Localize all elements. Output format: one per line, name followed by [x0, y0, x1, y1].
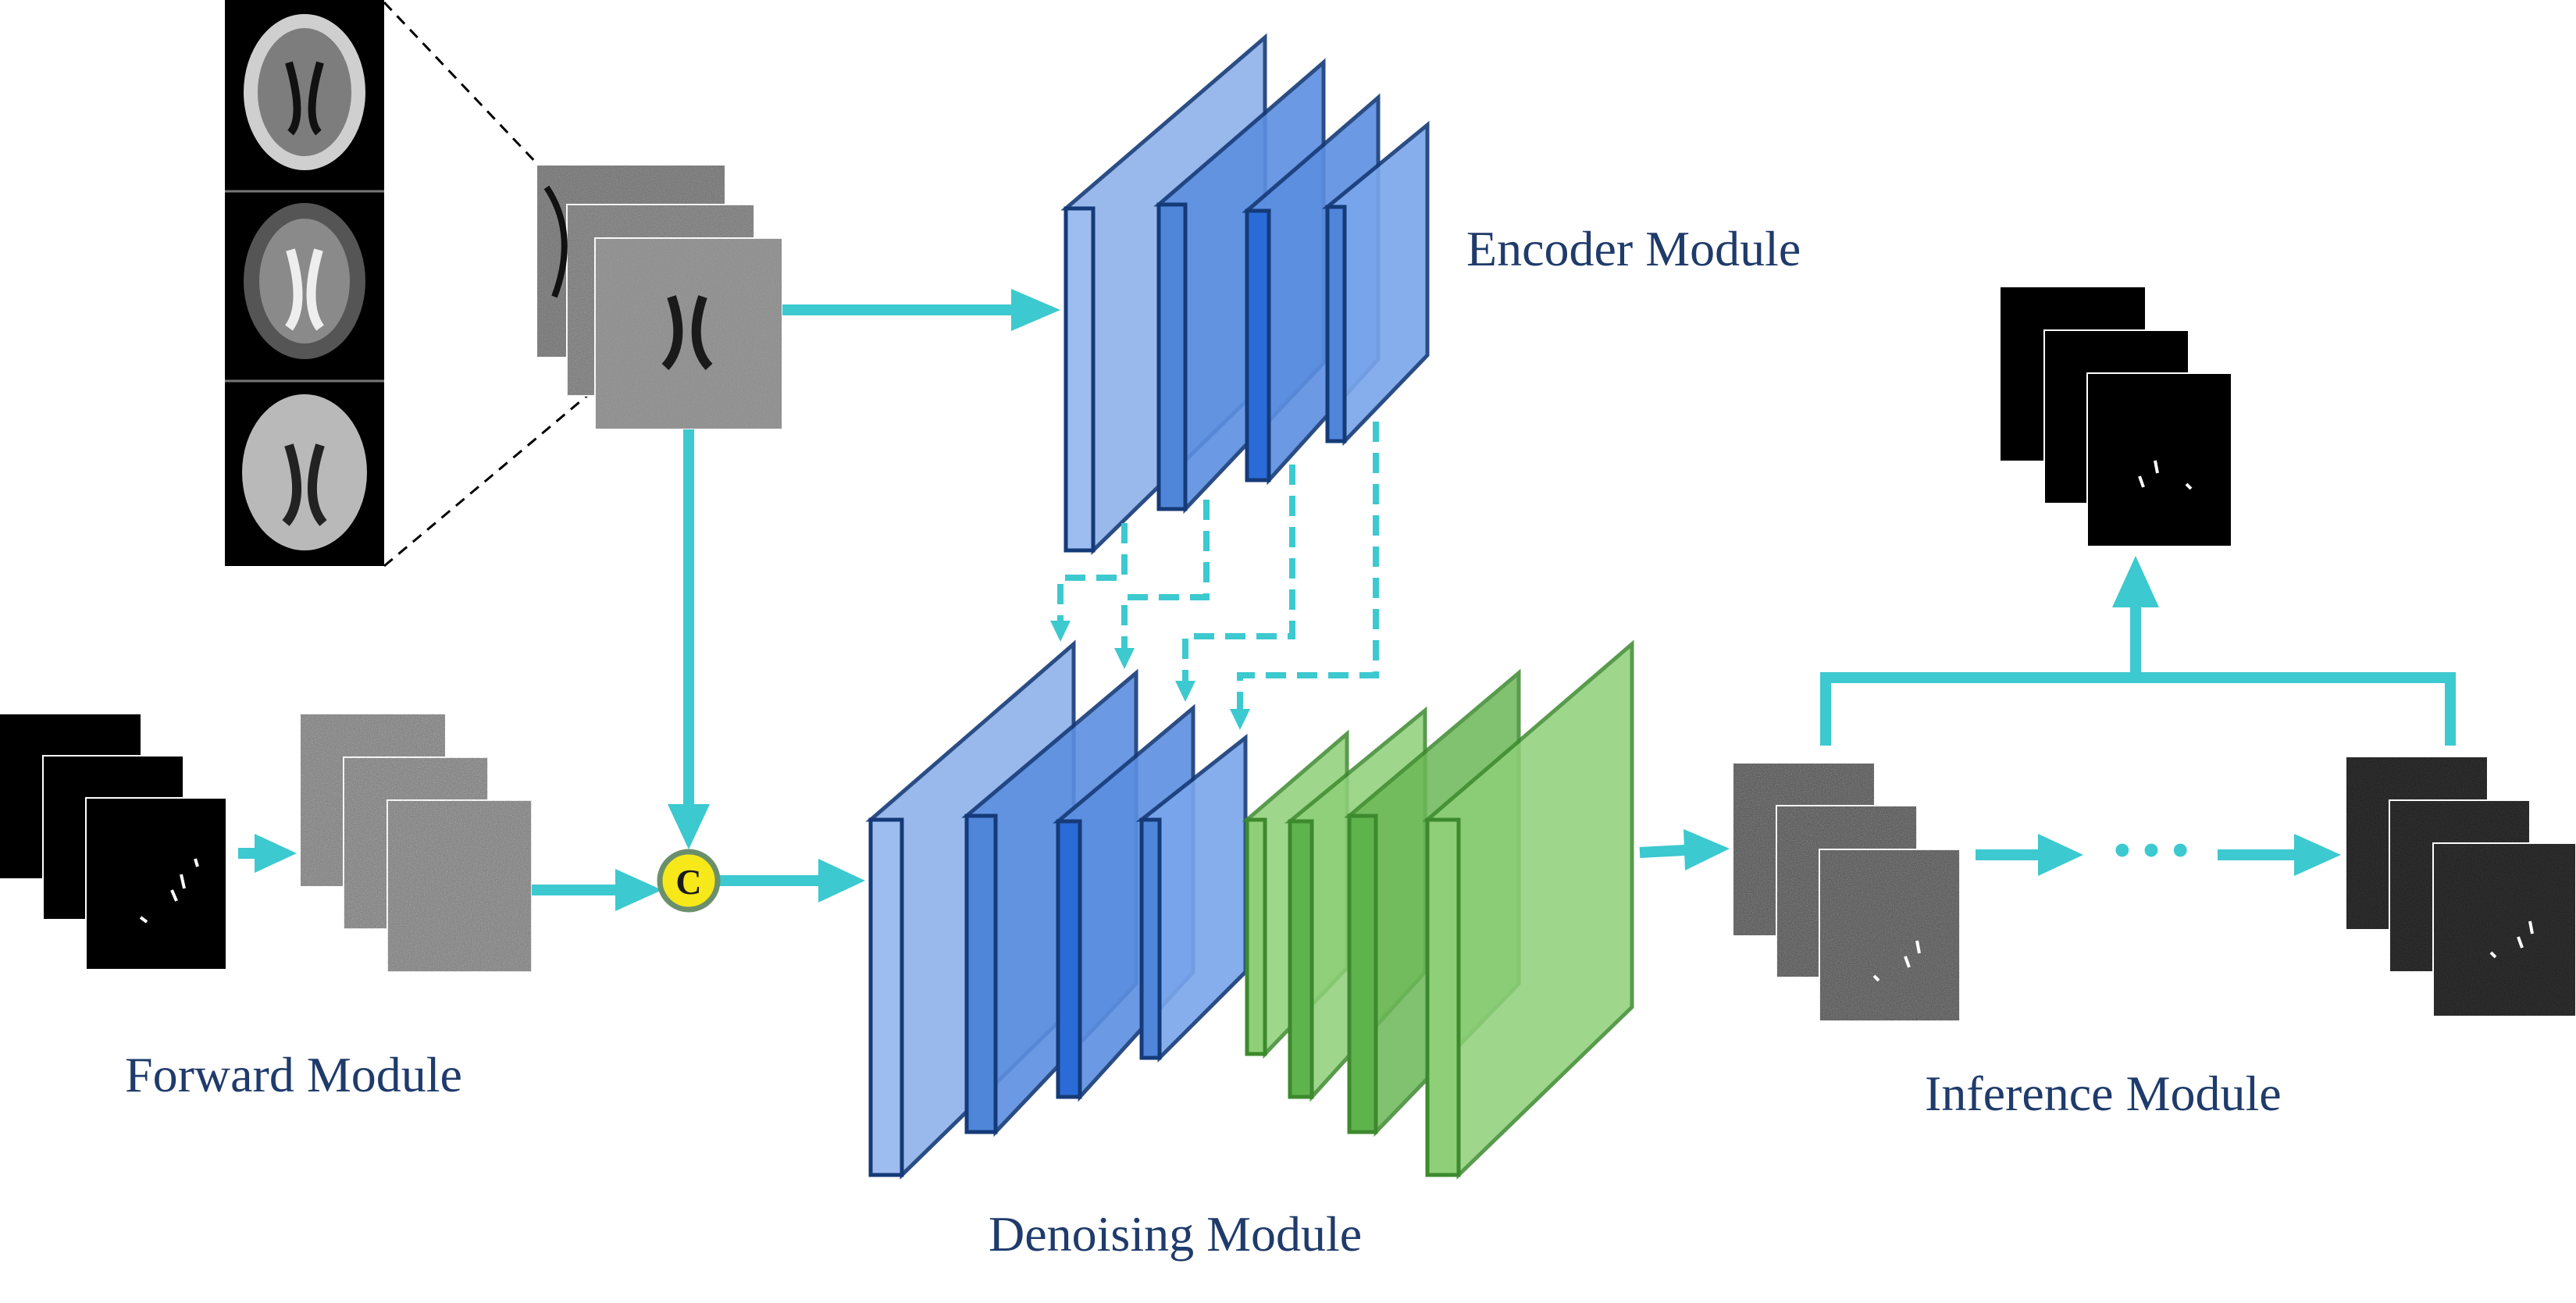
- output-mask-stack: [2001, 287, 2232, 547]
- arrow-denoiser-to-inference-icon: [1639, 829, 1730, 870]
- noise-stack: [301, 714, 533, 973]
- arrow-image-to-concat-icon: [668, 429, 710, 849]
- arrow-inference-step-icon: [1976, 834, 2341, 876]
- inference-ellipsis: • • •: [2114, 824, 2189, 878]
- forward-module-label: Forward Module: [125, 1047, 462, 1102]
- denoising-module-label: Denoising Module: [989, 1206, 1362, 1262]
- skip-connection-4: [1230, 422, 1379, 730]
- arrow-concat-to-denoiser-icon: [717, 859, 865, 902]
- encoder-module-label: Encoder Module: [1466, 221, 1801, 276]
- encoder-layers: [1060, 33, 1430, 555]
- mri-slice-t1: [244, 14, 365, 170]
- denoising-decoder-layers: [1242, 639, 1634, 1180]
- arrow-inference-bracket-icon: [1820, 556, 2456, 746]
- concatenation-node: C: [657, 849, 721, 913]
- mri-slice-t2: [244, 203, 365, 359]
- encoder-layer-4: [1322, 120, 1430, 447]
- denoising-layer-green-4: [1422, 639, 1634, 1180]
- denoising-encoder-layers: [865, 639, 1248, 1180]
- arrow-image-to-encoder-icon: [782, 289, 1060, 331]
- concatenation-label: C: [675, 862, 701, 902]
- inference-stack-start: [1733, 764, 1961, 1022]
- conditional-image-stack: [537, 166, 783, 430]
- inference-stack-end: [2346, 757, 2576, 1017]
- skip-connection-1: [1050, 523, 1128, 642]
- arrows: [238, 289, 2456, 911]
- mask-stack-input: [0, 714, 227, 970]
- denoising-layer-blue-4: [1135, 733, 1248, 1063]
- mri-modality-strip: [225, 0, 384, 566]
- skip-connections: [1050, 422, 1379, 730]
- inference-module-label: Inference Module: [1925, 1066, 2282, 1121]
- concatenation-c-icon: [657, 849, 721, 913]
- mri-slice-flair: [242, 394, 367, 550]
- zoom-lines: [383, 1, 594, 568]
- skip-connection-3: [1175, 465, 1295, 702]
- arrow-mask-to-noise-icon: [238, 834, 297, 873]
- skip-connection-2: [1114, 500, 1210, 669]
- arrow-noise-to-concat-icon: [532, 869, 662, 911]
